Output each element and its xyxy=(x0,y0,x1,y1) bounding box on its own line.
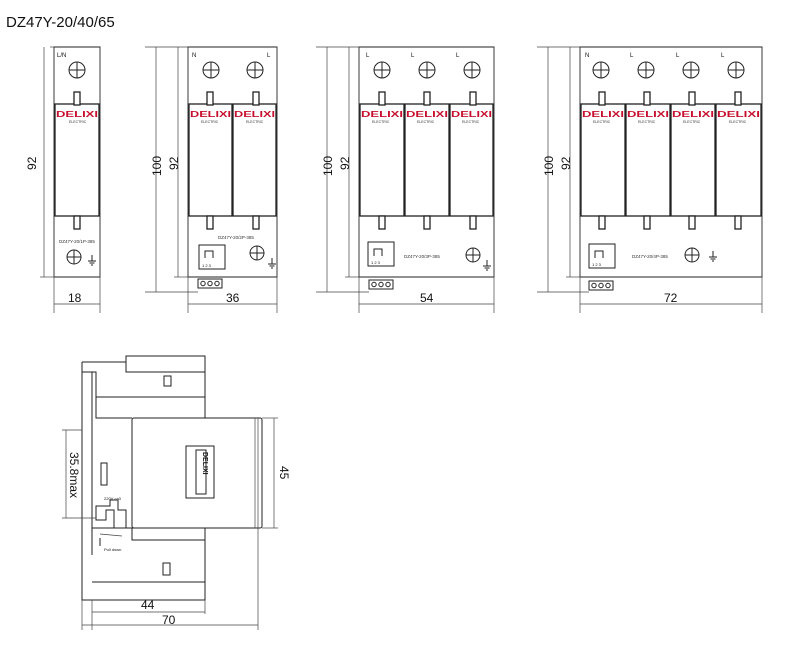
unit-4p-terminal-4: L xyxy=(721,53,725,59)
side-view: DELIXI 220V ca3 Pull down 35.8max 45 44 … xyxy=(62,355,291,630)
unit-4p-brand-2: DELIXI xyxy=(627,110,669,119)
unit-2p-brand-sub-1: ELECTRIC xyxy=(201,120,219,124)
unit-4p-brand-3: DELIXI xyxy=(672,110,714,119)
unit-2p-indicator-digits: 1 2 3 xyxy=(202,263,212,268)
unit-3p-brand-1: DELIXI xyxy=(361,110,403,119)
unit-4p-terminal-1: N xyxy=(585,53,589,59)
unit-1p-brand-sub: ELECTRIC xyxy=(69,120,87,124)
unit-1p: L/N DELIXI ELECTRIC DZ47Y-20/1P-385 92 1… xyxy=(25,46,101,313)
unit-1p-terminal-label: L/N xyxy=(57,53,66,59)
unit-3p-width-label: 54 xyxy=(420,291,434,305)
unit-4p-terminal-2: L xyxy=(630,53,634,59)
unit-1p-brand: DELIXI xyxy=(56,110,98,119)
unit-2p-terminal-1: N xyxy=(192,53,196,59)
unit-4p-height-label: 92 xyxy=(559,156,573,170)
unit-4p: N L L L DELIXI DELIXI DELIXI DELIXI ELEC… xyxy=(537,46,763,313)
unit-4p-brand-sub-2: ELECTRIC xyxy=(638,120,656,124)
side-view-total-width-label: 70 xyxy=(162,613,176,627)
side-view-height-label: 45 xyxy=(277,466,291,480)
page-title: DZ47Y-20/40/65 xyxy=(6,14,115,31)
unit-1p-model: DZ47Y-20/1P-385 xyxy=(59,239,95,244)
unit-3p-outer-height-label: 100 xyxy=(321,156,335,176)
unit-1p-width-label: 18 xyxy=(68,291,82,305)
unit-3p-brand-sub-1: ELECTRIC xyxy=(372,120,390,124)
unit-2p-terminal-2: L xyxy=(267,53,271,59)
unit-2p-brand-1: DELIXI xyxy=(190,110,231,119)
unit-4p-brand-sub-4: ELECTRIC xyxy=(729,120,747,124)
side-view-depth-label: 35.8max xyxy=(67,452,81,498)
unit-1p-height-label: 92 xyxy=(25,156,39,170)
unit-2p: N L DELIXI DELIXI ELECTRIC ELECTRIC DZ47… xyxy=(145,46,278,313)
side-view-label-b: Pull down xyxy=(104,547,121,552)
unit-4p-brand-sub-3: ELECTRIC xyxy=(683,120,701,124)
unit-3p-brand-2: DELIXI xyxy=(406,110,448,119)
unit-2p-outer-height-label: 100 xyxy=(150,156,164,176)
unit-3p-terminal-2: L xyxy=(411,53,415,59)
unit-4p-brand-1: DELIXI xyxy=(582,110,624,119)
side-view-label-a: 220V ca3 xyxy=(104,496,122,501)
unit-3p-brand-3: DELIXI xyxy=(451,110,492,119)
unit-2p-model: DZ47Y-20/2P-385 xyxy=(218,235,254,240)
unit-4p-brand-4: DELIXI xyxy=(717,110,760,119)
unit-3p-brand-sub-2: ELECTRIC xyxy=(417,120,435,124)
side-view-inner-width-label: 44 xyxy=(141,598,155,612)
unit-4p-width-label: 72 xyxy=(664,291,678,305)
unit-3p-terminal-3: L xyxy=(456,53,460,59)
unit-4p-indicator-digits: 1 2 3 xyxy=(592,262,602,267)
unit-2p-width-label: 36 xyxy=(226,291,240,305)
unit-3p: L L L DELIXI DELIXI DELIXI ELECTRIC ELEC… xyxy=(316,46,495,313)
unit-3p-brand-sub-3: ELECTRIC xyxy=(462,120,480,124)
unit-3p-height-label: 92 xyxy=(338,156,352,170)
unit-4p-model: DZ47Y-20/4P-385 xyxy=(632,254,668,259)
unit-3p-terminal-1: L xyxy=(366,53,370,59)
unit-4p-outer-height-label: 100 xyxy=(542,156,556,176)
side-view-nameplate: DELIXI xyxy=(201,452,208,475)
unit-3p-indicator-digits: 1 2 3 xyxy=(371,260,381,265)
unit-2p-brand-sub-2: ELECTRIC xyxy=(246,120,264,124)
unit-4p-brand-sub-1: ELECTRIC xyxy=(593,120,611,124)
unit-2p-brand-2: DELIXI xyxy=(234,110,275,119)
unit-2p-height-label: 92 xyxy=(167,156,181,170)
unit-4p-terminal-3: L xyxy=(676,53,680,59)
unit-3p-model: DZ47Y-20/3P-385 xyxy=(404,254,440,259)
